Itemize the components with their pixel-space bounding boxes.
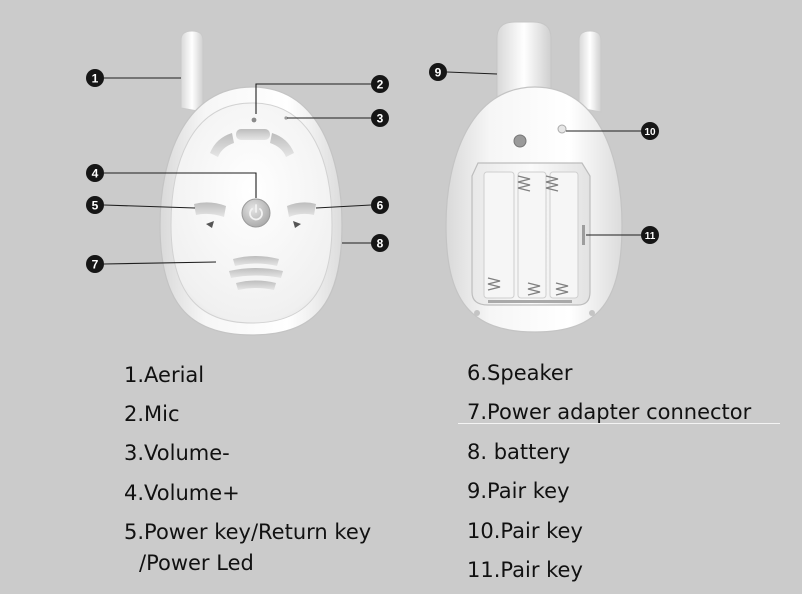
callout-number-4: 4 <box>92 167 99 181</box>
back-aerial-antenna <box>578 30 602 113</box>
legend-item-3: 3.Volume- <box>124 441 230 465</box>
callout-badge-4 <box>86 164 104 182</box>
callout-number-1: 1 <box>92 72 99 86</box>
callout-badge-6 <box>371 196 389 214</box>
pair-key-side <box>582 225 585 245</box>
callout-badge-2 <box>371 75 389 93</box>
callout-number-10: 10 <box>644 127 656 138</box>
leader-line-4 <box>104 172 257 198</box>
callout-badge-1 <box>86 69 104 87</box>
callout-badge-10 <box>641 122 659 140</box>
battery-spring-icon <box>517 175 531 192</box>
speaker-slot <box>229 268 283 278</box>
battery-contact <box>488 300 572 303</box>
callout-number-7: 7 <box>92 258 99 272</box>
legend-item-2: 2.Mic <box>124 402 180 426</box>
speaker-slot <box>233 256 279 266</box>
aerial-antenna <box>180 30 204 113</box>
legend-item-7: 7.Power adapter connector <box>467 400 752 424</box>
battery-spring-icon <box>555 282 569 296</box>
callout-number-11: 11 <box>645 231 656 242</box>
legend-item-10: 10.Pair key <box>467 519 583 543</box>
callout-number-3: 3 <box>377 112 384 126</box>
top-slot <box>270 133 294 157</box>
callout-number-8: 8 <box>377 237 384 251</box>
volume-minus-hole <box>284 116 288 120</box>
leader-line-5 <box>103 204 196 209</box>
arrow-right-icon <box>293 221 301 228</box>
top-slot <box>236 129 270 140</box>
leader-line-2 <box>255 83 371 114</box>
top-slot <box>210 133 234 157</box>
leader-line-6 <box>315 204 372 209</box>
speaker-slot <box>236 280 276 290</box>
power-button <box>241 198 271 228</box>
callout-badge-8 <box>371 234 389 252</box>
leader-lines <box>103 71 641 265</box>
pair-key-hole <box>557 124 567 134</box>
callout-badge-9 <box>429 63 447 81</box>
back-unit <box>445 21 623 333</box>
power-icon <box>249 208 263 221</box>
strike-line <box>458 423 780 424</box>
callout-number-9: 9 <box>435 66 442 80</box>
battery-spring-icon <box>487 277 501 291</box>
leader-line-7 <box>103 261 217 265</box>
legend-item-1: 1.Aerial <box>124 363 205 387</box>
legend-item-4: 4.Volume+ <box>124 481 240 505</box>
arrow-left-icon <box>206 221 214 228</box>
front-unit <box>159 30 343 336</box>
volume-plus-button <box>287 202 316 217</box>
callout-badge-5 <box>86 196 104 214</box>
legend-item-8: 8. battery <box>467 440 571 464</box>
housing-foot <box>474 310 480 316</box>
callout-number-2: 2 <box>377 78 384 92</box>
mic-hole-icon <box>251 117 257 123</box>
callout-badge-11 <box>641 226 659 244</box>
legend-item-11: 11.Pair key <box>467 558 583 582</box>
legend-item-5-continued: /Power Led <box>139 551 254 575</box>
housing-foot <box>589 310 595 316</box>
pair-key-screw <box>513 134 527 148</box>
volume-minus-button <box>194 202 226 217</box>
battery-spring-icon <box>545 175 559 192</box>
callout-badges: 1 2 3 4 5 6 7 8 9 10 11 <box>86 63 659 273</box>
callout-number-5: 5 <box>92 199 99 213</box>
callout-badge-7 <box>86 255 104 273</box>
callout-number-6: 6 <box>377 199 384 213</box>
battery-spring-icon <box>527 282 541 296</box>
battery-cell-slot <box>549 171 579 299</box>
legend-item-9: 9.Pair key <box>467 479 570 503</box>
callout-badge-3 <box>371 109 389 127</box>
battery-cell-slot <box>517 171 547 299</box>
legend-item-6: 6.Speaker <box>467 361 573 385</box>
legend-item-5: 5.Power key/Return key <box>124 520 372 544</box>
battery-cell-slot <box>483 171 515 299</box>
leader-line-9 <box>446 71 498 75</box>
